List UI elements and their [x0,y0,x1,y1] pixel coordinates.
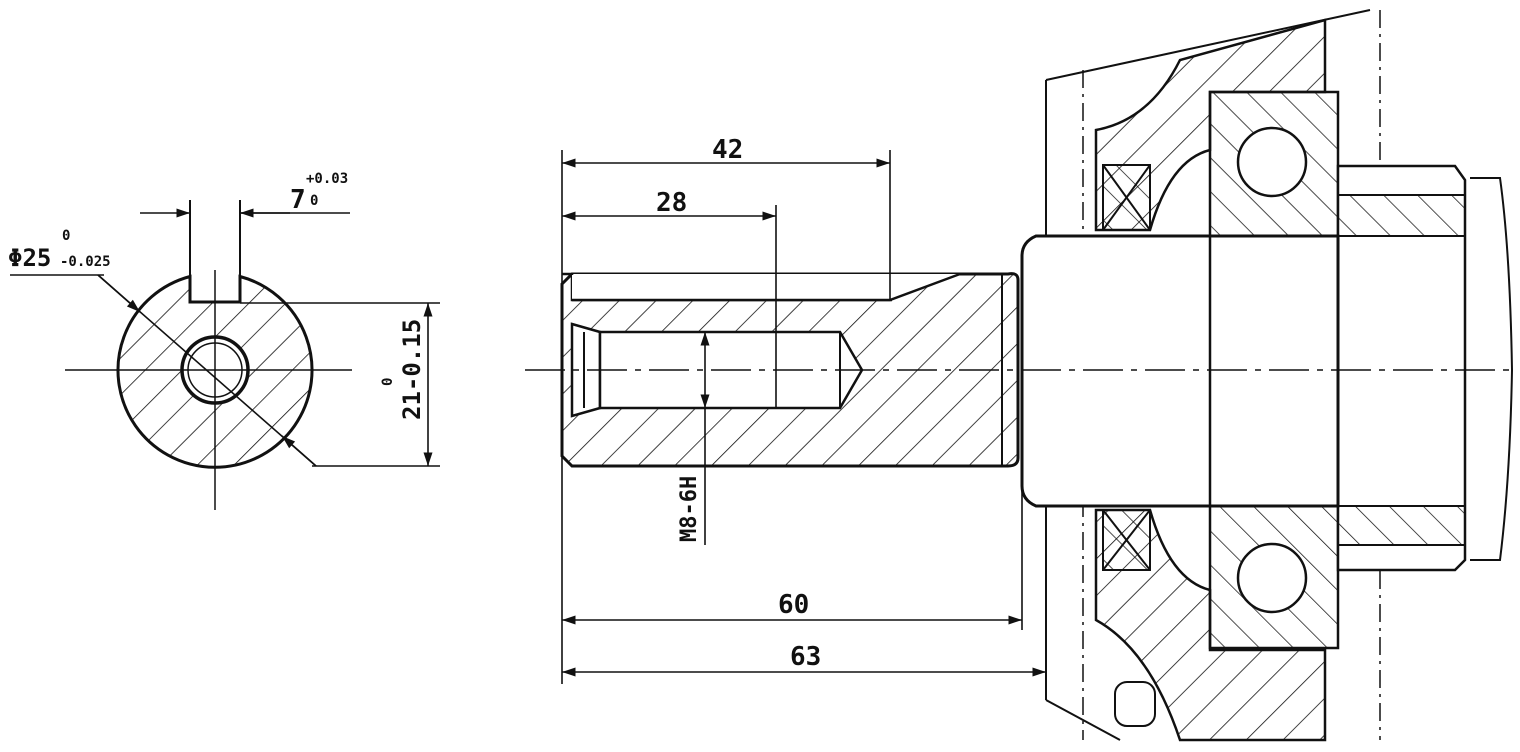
dim-60: 60 [778,590,809,620]
diameter-upper-tol: 0 [62,228,70,244]
section-view: 7 +0.03 0 Φ25 0 -0.025 21-0.15 0 [8,171,440,510]
thread-label: M8-6H [677,476,702,542]
height-upper-tol: 0 [380,378,396,386]
height-label: 21-0.15 [398,319,426,420]
diameter-lower-tol: -0.025 [60,254,111,270]
side-view: M8-6H 42 28 60 63 [525,9,1515,742]
dim-42: 42 [712,135,743,165]
keyway-upper-tol: +0.03 [306,171,348,187]
dim-63: 63 [790,642,821,672]
shaft-body [1020,234,1340,508]
keyway-lower-tol: 0 [310,193,318,209]
keyway-width-label: 7 [290,185,306,215]
dim-28: 28 [656,188,687,218]
housing [1045,9,1514,742]
end-nut [1336,164,1467,572]
diameter-label: Φ25 [8,244,51,272]
